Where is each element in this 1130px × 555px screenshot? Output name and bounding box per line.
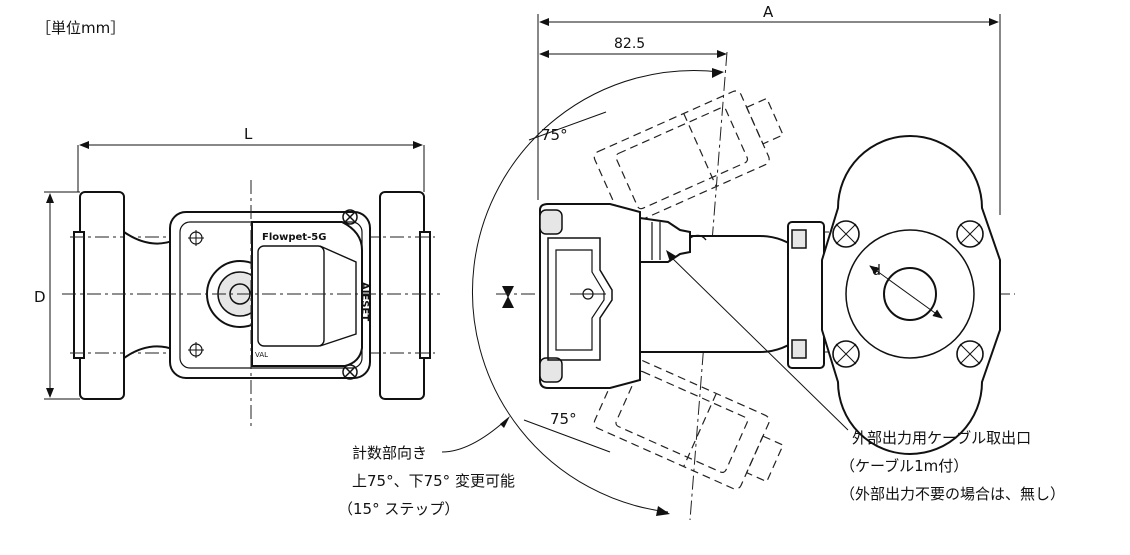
maker-logo: AIESET: [359, 282, 370, 321]
meter-orientation-callout: 計数部向き 上75°、下75° 変更可能 （15° ステップ）: [338, 444, 515, 518]
cable-outlet-callout: 外部出力用ケーブル取出口 （ケーブル1m付） （外部出力不要の場合は、無し）: [840, 429, 1065, 503]
unit-label: ［単位mm］: [36, 19, 125, 37]
cable-leader: [667, 253, 849, 431]
screw-tl: [188, 230, 204, 246]
meter-callout-line1: 計数部向き: [352, 444, 427, 462]
front-view: L D Flowpet-5G AIESE: [34, 125, 440, 430]
left-flange: [79, 191, 125, 400]
pipe-flange-circle: d: [821, 135, 1001, 455]
meter-rotated-upper: [593, 90, 784, 226]
angle-label-upper: 75°: [541, 126, 568, 144]
valve-mark: VAL: [255, 351, 268, 359]
angle-label-lower: 75°: [550, 410, 577, 428]
side-view: A 82.5 75° 75°: [472, 3, 1015, 521]
dimension-label-A: A: [763, 3, 774, 21]
screw-bl: [188, 342, 204, 358]
bolt-hole-br: [956, 340, 984, 368]
bolt-hole-tr: [956, 220, 984, 248]
cable-callout-line1: 外部出力用ケーブル取出口: [852, 429, 1031, 447]
cable-callout-line3: （外部出力不要の場合は、無し）: [840, 485, 1065, 503]
meter-callout-line2: 上75°、下75° 変更可能: [352, 472, 515, 490]
screw-tr: [342, 209, 358, 225]
meter-rotated-lower: [593, 354, 784, 490]
dimension-label-L: L: [244, 125, 253, 143]
brand-logo: Flowpet-5G: [262, 232, 326, 243]
right-flange: [379, 191, 425, 400]
meter-leader: [441, 419, 507, 453]
dimension-label-d: d: [872, 263, 881, 279]
meter-callout-line3: （15° ステップ）: [338, 500, 459, 518]
bolt-hole-bl: [832, 340, 860, 368]
cable-callout-line2: （ケーブル1m付）: [840, 457, 968, 475]
rotation-arc: [472, 69, 721, 513]
bolt-hole-tl: [832, 220, 860, 248]
pipe-neck-left: [123, 230, 176, 360]
dimension-label-825: 82.5: [614, 36, 645, 52]
dimension-label-D: D: [34, 288, 46, 306]
dimension-line-d: [869, 265, 943, 319]
